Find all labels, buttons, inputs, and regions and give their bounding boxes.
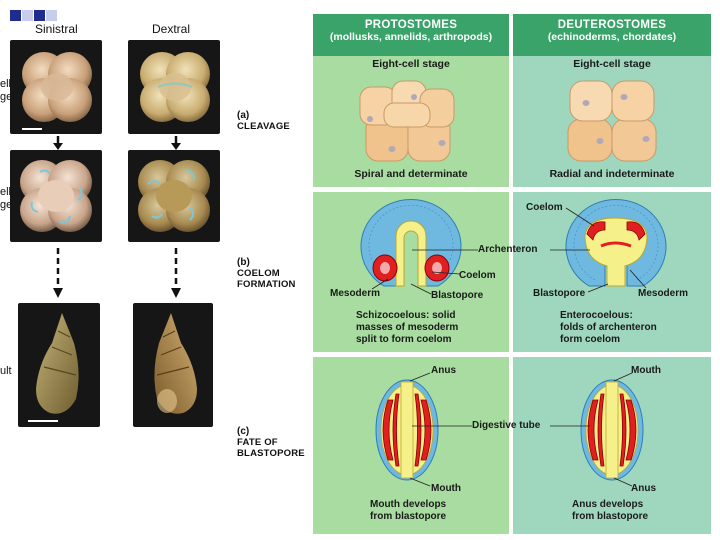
section-letter-b: (b) xyxy=(237,257,250,268)
sinistral-eight-cell-photo xyxy=(10,150,102,242)
arrow-down-icon xyxy=(53,136,63,150)
proto-blastopore-leader xyxy=(410,283,432,295)
proto-anus-label: Anus xyxy=(431,365,456,376)
deutero-coelom-leader xyxy=(565,207,595,227)
proto-coelom-note-line-3: split to form coelom xyxy=(356,334,452,345)
deutero-anus-leader xyxy=(613,477,633,487)
proto-coelom-note: Schizocoelous: solid masses of mesoderm … xyxy=(356,310,458,346)
column-label-sinistral: Sinistral xyxy=(35,22,78,36)
deutero-mouth-label: Mouth xyxy=(631,365,661,376)
deutero-coelom-note-line-1: Enterocoelous: xyxy=(560,310,633,321)
dextral-eight-cell-photo xyxy=(128,150,220,242)
archenteron-leader xyxy=(412,249,590,251)
proto-mouth-leader xyxy=(409,477,431,487)
proto-coelom-label: Coelom xyxy=(459,270,496,281)
deutero-blastopore-leader xyxy=(587,283,609,293)
digestive-tube-label: Digestive tube xyxy=(472,420,541,431)
deutero-mouth-leader xyxy=(613,372,633,382)
section-label-cleavage: (a) Cleavage xyxy=(237,110,290,132)
deutero-mesoderm-leader xyxy=(629,269,647,289)
deuterostomes-header xyxy=(513,14,711,56)
proto-anus-leader xyxy=(409,372,431,382)
deutero-fate-note-line-2: from blastopore xyxy=(572,511,649,522)
proto-mesoderm-label: Mesoderm xyxy=(330,288,381,299)
deuterostomes-header-text: Deuterostomes (echinoderms, chordates) xyxy=(513,19,711,43)
section-title-fate-of: Fate of xyxy=(237,437,278,448)
row-label-cut-1b: ge xyxy=(0,91,13,103)
corner-square-1 xyxy=(10,10,21,21)
deutero-anus-label: Anus xyxy=(631,483,656,494)
proto-fate-note-line-2: from blastopore xyxy=(370,511,447,522)
protostomes-subtitle: (mollusks, annelids, arthropods) xyxy=(329,31,493,43)
deutero-stage-label: Eight-cell stage xyxy=(573,58,651,70)
section-letter-c: (c) xyxy=(237,426,250,437)
deuterostome-body-plan xyxy=(580,379,644,481)
proto-fate-note-line-1: Mouth develops xyxy=(370,499,447,510)
section-title-coelom: Coelom xyxy=(237,268,280,279)
dashed-arrow-down-icon xyxy=(171,248,181,298)
section-title-cleavage: Cleavage xyxy=(237,121,290,132)
proto-mesoderm-leader xyxy=(371,278,389,290)
arrow-down-icon xyxy=(171,136,181,150)
proto-coelom-note-line-2: masses of mesoderm xyxy=(356,322,459,333)
row-label-cut-2b: ge xyxy=(0,199,13,211)
row-label-cut-1a: ell xyxy=(0,78,12,90)
section-title-formation: formation xyxy=(237,279,296,290)
corner-square-2 xyxy=(22,10,33,21)
deuterostomes-cleavage-panel xyxy=(513,56,711,187)
column-label-dextral: Dextral xyxy=(152,22,191,36)
protostome-body-plan xyxy=(375,379,439,481)
digestive-tube-leader xyxy=(412,425,590,427)
deuterostomes-subtitle: (echinoderms, chordates) xyxy=(547,31,677,43)
sinistral-adult-snail-photo xyxy=(18,303,100,427)
protostomes-title: Protostomes xyxy=(364,19,458,31)
deutero-coelom-label: Coelom xyxy=(526,202,563,213)
dashed-arrow-down-icon xyxy=(53,248,63,298)
archenteron-label: Archenteron xyxy=(478,244,538,255)
proto-fate-note: Mouth develops from blastopore xyxy=(370,499,446,523)
schizocoelous-gastrula xyxy=(360,198,462,287)
proto-cleavage-type: Spiral and determinate xyxy=(354,168,468,180)
corner-square-3 xyxy=(34,10,45,21)
section-label-coelom-formation: (b) Coelom formation xyxy=(237,257,296,290)
proto-stage-label: Eight-cell stage xyxy=(372,58,450,70)
row-label-cut-2a: ell xyxy=(0,186,12,198)
proto-coelom-note-line-1: Schizocoelous: solid xyxy=(356,310,456,321)
sinistral-four-cell-photo xyxy=(10,40,102,134)
section-letter-a: (a) xyxy=(237,110,250,121)
deutero-fate-note-line-1: Anus develops xyxy=(572,499,644,510)
dextral-adult-snail-photo xyxy=(133,303,213,427)
section-title-blastopore: blastopore xyxy=(237,448,305,459)
proto-coelom-leader xyxy=(431,271,461,275)
deutero-coelom-note-line-3: form coelom xyxy=(560,334,621,345)
deutero-coelom-note-line-2: folds of archenteron xyxy=(560,322,657,333)
enterocoelous-gastrula xyxy=(565,198,667,287)
dextral-four-cell-photo xyxy=(128,40,220,134)
proto-blastopore-label: Blastopore xyxy=(431,290,484,301)
proto-mouth-label: Mouth xyxy=(431,483,461,494)
deutero-fate-note: Anus develops from blastopore xyxy=(572,499,648,523)
spiral-cleavage-embryo xyxy=(359,80,455,162)
deutero-coelom-note: Enterocoelous: folds of archenteron form… xyxy=(560,310,657,346)
row-label-cut-3: ult xyxy=(0,365,12,377)
radial-cleavage-embryo xyxy=(567,80,657,162)
corner-square-4 xyxy=(46,10,57,21)
deutero-mesoderm-label: Mesoderm xyxy=(638,288,689,299)
section-label-fate-of-blastopore: (c) Fate of blastopore xyxy=(237,426,305,459)
protostomes-header xyxy=(313,14,509,56)
protostomes-header-text: Protostomes (mollusks, annelids, arthrop… xyxy=(313,19,509,43)
deutero-blastopore-label: Blastopore xyxy=(533,288,586,299)
deuterostomes-title: Deuterostomes xyxy=(557,19,667,31)
deutero-cleavage-type: Radial and indeterminate xyxy=(549,168,675,180)
